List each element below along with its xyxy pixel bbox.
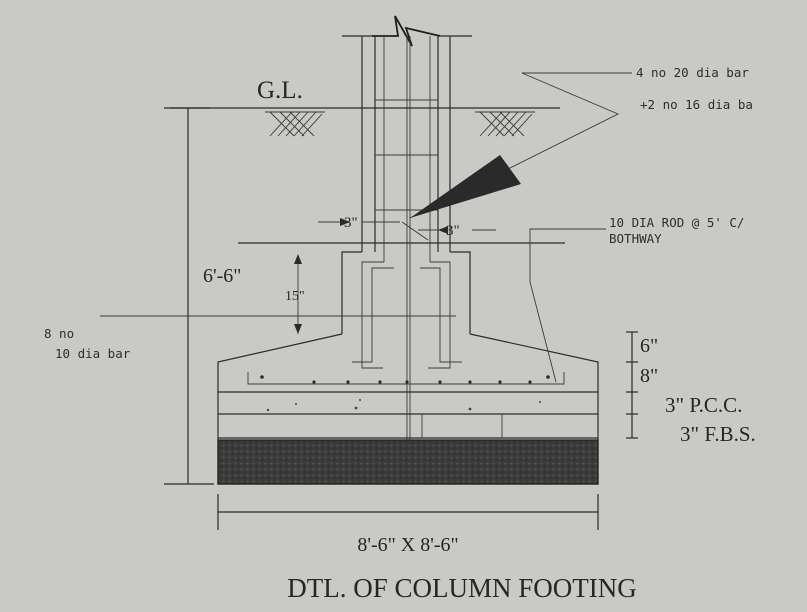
layer-thickness-scale: 6" 8" 3" P.C.C. 3" F.B.S. xyxy=(626,331,756,446)
offset-dimension: 15" xyxy=(100,254,456,334)
rod-label-2: BOTHWAY xyxy=(609,231,662,246)
bottom-bars-callout: 8 no 10 dia bar xyxy=(44,326,131,361)
depth-label: 6'-6" xyxy=(203,265,241,287)
ground-hatch-left xyxy=(265,111,325,137)
ground-level: G.L. xyxy=(170,77,560,137)
depth-dimension: 6'-6" xyxy=(164,107,241,485)
footing-size-dimension: 8'-6" X 8'-6" xyxy=(217,494,599,556)
cover-right-label: 3" xyxy=(446,223,460,239)
drawing-title: DTL. OF COLUMN FOOTING xyxy=(287,573,637,603)
layer-pcc-label: 3" P.C.C. xyxy=(665,393,742,417)
bottom-bars-label-2: 10 dia bar xyxy=(55,346,131,361)
rod-label-1: 10 DIA ROD @ 5' C/ xyxy=(609,215,744,230)
layer-6-label: 6" xyxy=(640,335,658,357)
layer-8-label: 8" xyxy=(640,365,658,387)
footing-slab xyxy=(217,333,599,485)
bottom-bars-label-1: 8 no xyxy=(44,326,74,341)
main-bars-label-1: 4 no 20 dia bar xyxy=(636,65,749,80)
pedestal xyxy=(238,242,565,369)
footing-size-label: 8'-6" X 8'-6" xyxy=(357,534,458,556)
cover-left-label: 3" xyxy=(344,215,358,231)
ground-level-label: G.L. xyxy=(257,77,303,104)
ground-hatch-right xyxy=(475,111,535,137)
cover-dimension: 3" 3" xyxy=(318,215,496,241)
rod-callout: 10 DIA ROD @ 5' C/ BOTHWAY xyxy=(529,215,744,383)
main-bars-leader: 4 no 20 dia bar +2 no 16 dia ba xyxy=(409,65,753,219)
main-bars-label-2: +2 no 16 dia ba xyxy=(640,97,753,112)
fbs-layer xyxy=(217,439,599,485)
layer-fbs-label: 3" F.B.S. xyxy=(680,422,756,446)
offset-label: 15" xyxy=(285,289,305,304)
